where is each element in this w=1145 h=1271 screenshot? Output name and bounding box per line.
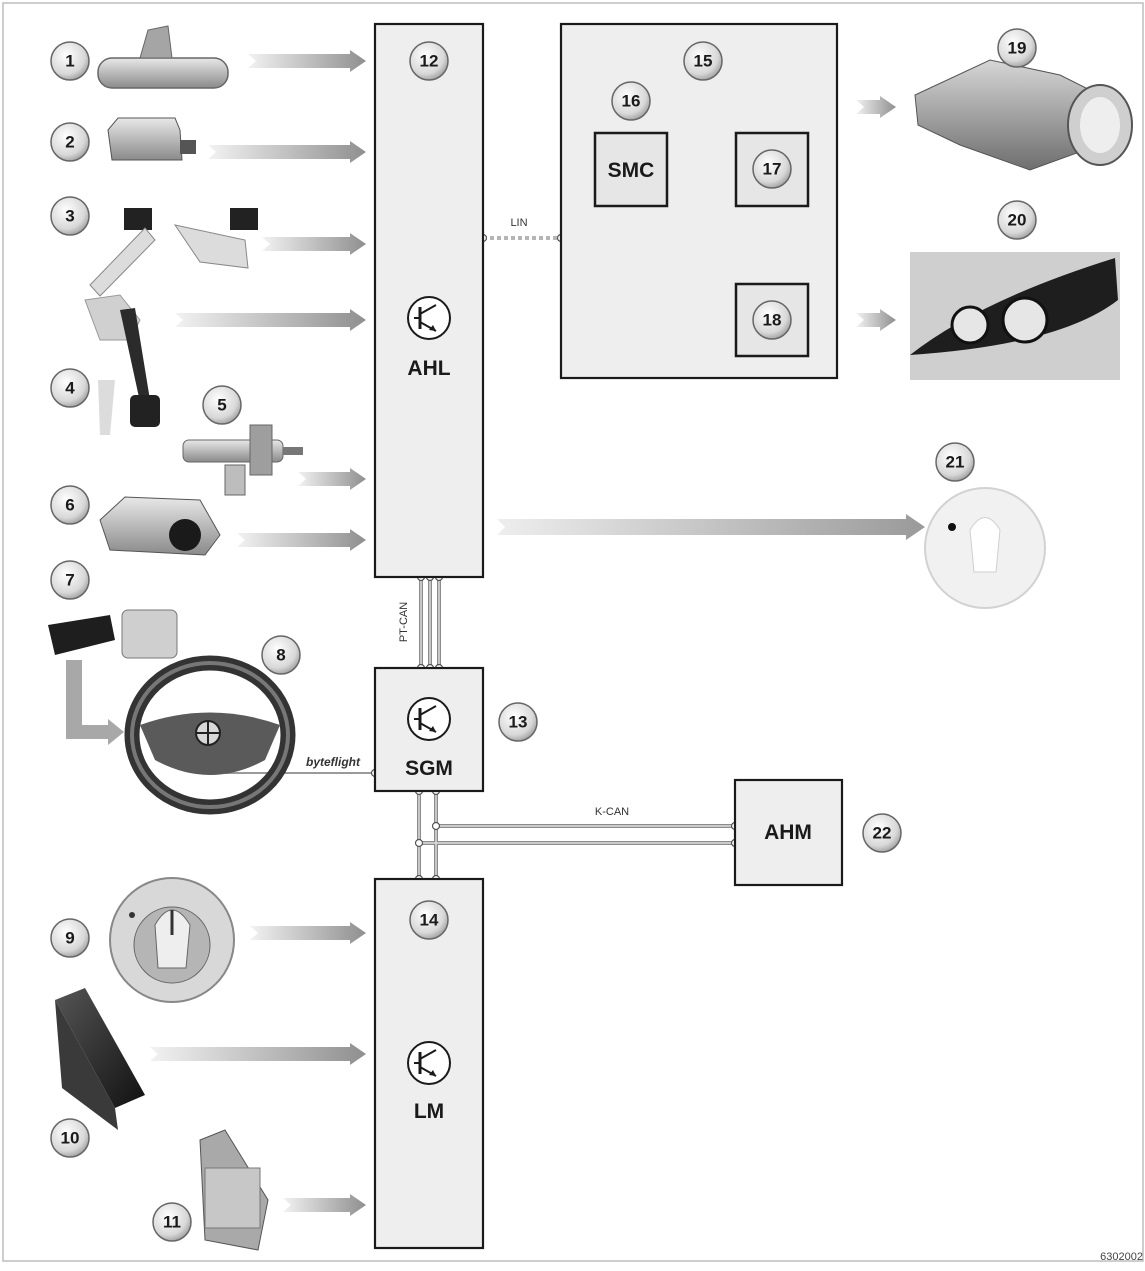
svg-text:1: 1: [65, 52, 74, 71]
callout-16: 16: [612, 82, 650, 120]
svg-text:9: 9: [65, 929, 74, 948]
svg-text:20: 20: [1008, 211, 1027, 230]
transistor-icon: [408, 1042, 450, 1084]
sgm-label: SGM: [405, 757, 453, 780]
light-switch-icon: [925, 488, 1045, 608]
svg-text:6: 6: [65, 496, 74, 515]
ahm-label: AHM: [764, 821, 812, 844]
callout-19: 19: [998, 29, 1036, 67]
transistor-icon: [408, 698, 450, 740]
callout-18: 18: [753, 301, 791, 339]
callout-20: 20: [998, 201, 1036, 239]
headlight-icon: [910, 252, 1120, 380]
reference-code: 6302002: [1100, 1251, 1143, 1263]
callout-13: 13: [499, 703, 537, 741]
callout-4: 4: [51, 369, 89, 407]
svg-text:8: 8: [276, 646, 285, 665]
svg-text:19: 19: [1008, 39, 1027, 58]
callout-11: 11: [153, 1203, 191, 1241]
svg-text:10: 10: [61, 1129, 80, 1148]
svg-text:7: 7: [65, 571, 74, 590]
svg-text:11: 11: [163, 1213, 181, 1232]
light-switch-icon: [110, 878, 234, 1002]
callout-14: 14: [410, 901, 448, 939]
svg-text:18: 18: [763, 311, 782, 330]
svg-text:2: 2: [65, 133, 74, 152]
svg-text:12: 12: [420, 52, 439, 71]
svg-text:21: 21: [946, 453, 965, 472]
ahl-label: AHL: [407, 357, 450, 380]
callout-2: 2: [51, 123, 89, 161]
svg-text:14: 14: [420, 911, 439, 930]
callout-22: 22: [863, 814, 901, 852]
svg-text:5: 5: [217, 396, 226, 415]
callout-5: 5: [203, 386, 241, 424]
callout-12: 12: [410, 42, 448, 80]
callout-6: 6: [51, 486, 89, 524]
callout-10: 10: [51, 1119, 89, 1157]
svg-text:3: 3: [65, 207, 74, 226]
callout-1: 1: [51, 42, 89, 80]
transistor-icon: [408, 297, 450, 339]
svg-text:22: 22: [873, 824, 892, 843]
svg-text:15: 15: [694, 52, 713, 71]
steering-angle-sensor-icon: [100, 497, 220, 555]
lin-label: LIN: [510, 217, 527, 229]
byteflight-label: byteflight: [306, 755, 361, 769]
callout-3: 3: [51, 197, 89, 235]
callout-8: 8: [262, 636, 300, 674]
svg-text:16: 16: [622, 92, 641, 111]
callout-15: 15: [684, 42, 722, 80]
svg-text:4: 4: [65, 379, 75, 398]
callout-17: 17: [753, 150, 791, 188]
callout-21: 21: [936, 443, 974, 481]
pt-can-label: PT-CAN: [398, 602, 410, 642]
callout-9: 9: [51, 919, 89, 957]
k-can-label: K-CAN: [595, 806, 629, 818]
svg-text:17: 17: [763, 160, 782, 179]
callout-7: 7: [51, 561, 89, 599]
lm-label: LM: [414, 1100, 444, 1123]
smc-label: SMC: [608, 159, 655, 182]
svg-text:13: 13: [509, 713, 528, 732]
